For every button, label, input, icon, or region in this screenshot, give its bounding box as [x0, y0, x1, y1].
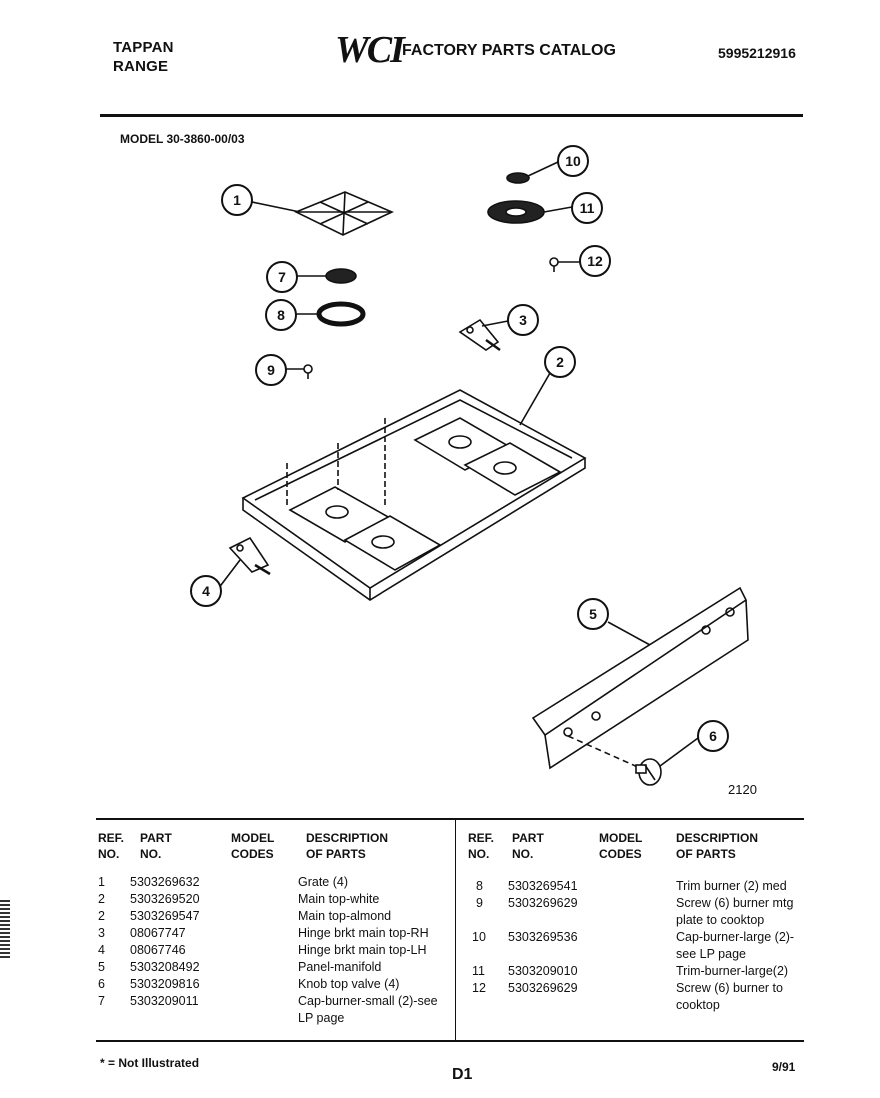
header-desc-left: DESCRIPTION OF PARTS: [306, 831, 389, 861]
callout-circle-12: [579, 245, 611, 277]
hinge-lh-drawing: [228, 536, 271, 576]
header-desc-right: DESCRIPTION OF PARTS: [676, 831, 759, 861]
callout-6: 6: [709, 728, 717, 744]
print-date: 9/91: [772, 1060, 796, 1074]
callout-circle-5: [577, 598, 609, 630]
callout-circle-8: [265, 299, 297, 331]
catalog-number: 5995212916: [718, 45, 796, 61]
callout-12: 12: [587, 253, 603, 269]
callout-11: 11: [580, 200, 595, 216]
model-number: MODEL 30-3860-00/03: [120, 132, 245, 146]
header-model-left: MODEL CODES: [231, 831, 275, 861]
callout-circle-4: [190, 575, 222, 607]
callout-circle-2: [544, 346, 576, 378]
manifold-panel-drawing: [531, 586, 749, 770]
header-rule: [100, 114, 803, 117]
callout-3: 3: [519, 312, 527, 328]
hinge-rh-drawing: [458, 318, 501, 352]
main-top-drawing: [241, 389, 587, 601]
callout-2: 2: [556, 354, 564, 370]
header-part-right: PART NO.: [512, 831, 544, 861]
callout-8: 8: [277, 307, 285, 323]
callout-circle-11: [571, 192, 603, 224]
grate-drawing: [294, 191, 394, 236]
wci-logo: WCI: [335, 29, 405, 71]
callout-circle-9: [255, 354, 287, 386]
figure-number: 2120: [728, 782, 757, 797]
callout-4: 4: [202, 583, 210, 599]
callout-circle-7: [266, 261, 298, 293]
brand-line-2: RANGE: [113, 58, 169, 75]
header-ref-right: REF. NO.: [468, 831, 495, 861]
page-number: D1: [452, 1066, 473, 1083]
callout-circle-10: [557, 145, 589, 177]
knob-drawing: [635, 758, 662, 786]
scan-edge-mark: [0, 900, 10, 960]
callout-10: 10: [565, 153, 581, 169]
callout-9: 9: [267, 362, 275, 378]
brand-block: TAPPAN RANGE: [113, 38, 174, 76]
catalog-title: FACTORY PARTS CATALOG: [402, 42, 616, 59]
small-cap-drawing: [325, 268, 357, 284]
callout-1: 1: [233, 192, 241, 208]
screw-12-drawing: [549, 257, 559, 272]
table-top-rule: [96, 818, 804, 820]
callout-circle-1: [221, 184, 253, 216]
table-divider: [455, 820, 456, 1040]
table-bottom-rule: [96, 1040, 804, 1042]
footnote: * = Not Illustrated: [100, 1056, 200, 1070]
callout-circle-6: [697, 720, 729, 752]
callout-7: 7: [278, 269, 286, 285]
large-cap-drawing: [506, 172, 530, 184]
brand-line-1: TAPPAN: [113, 39, 174, 56]
exploded-parts-diagram: 1 2 3 4 5 6 7 8 9 10 11 12: [190, 145, 749, 786]
header-model-right: MODEL CODES: [599, 831, 643, 861]
callout-5: 5: [589, 606, 597, 622]
header-part-left: PART NO.: [140, 831, 172, 861]
small-trim-drawing: [316, 301, 366, 327]
callout-circle-3: [507, 304, 539, 336]
screw-9-drawing: [303, 364, 313, 379]
header-ref-left: REF. NO.: [98, 831, 125, 861]
